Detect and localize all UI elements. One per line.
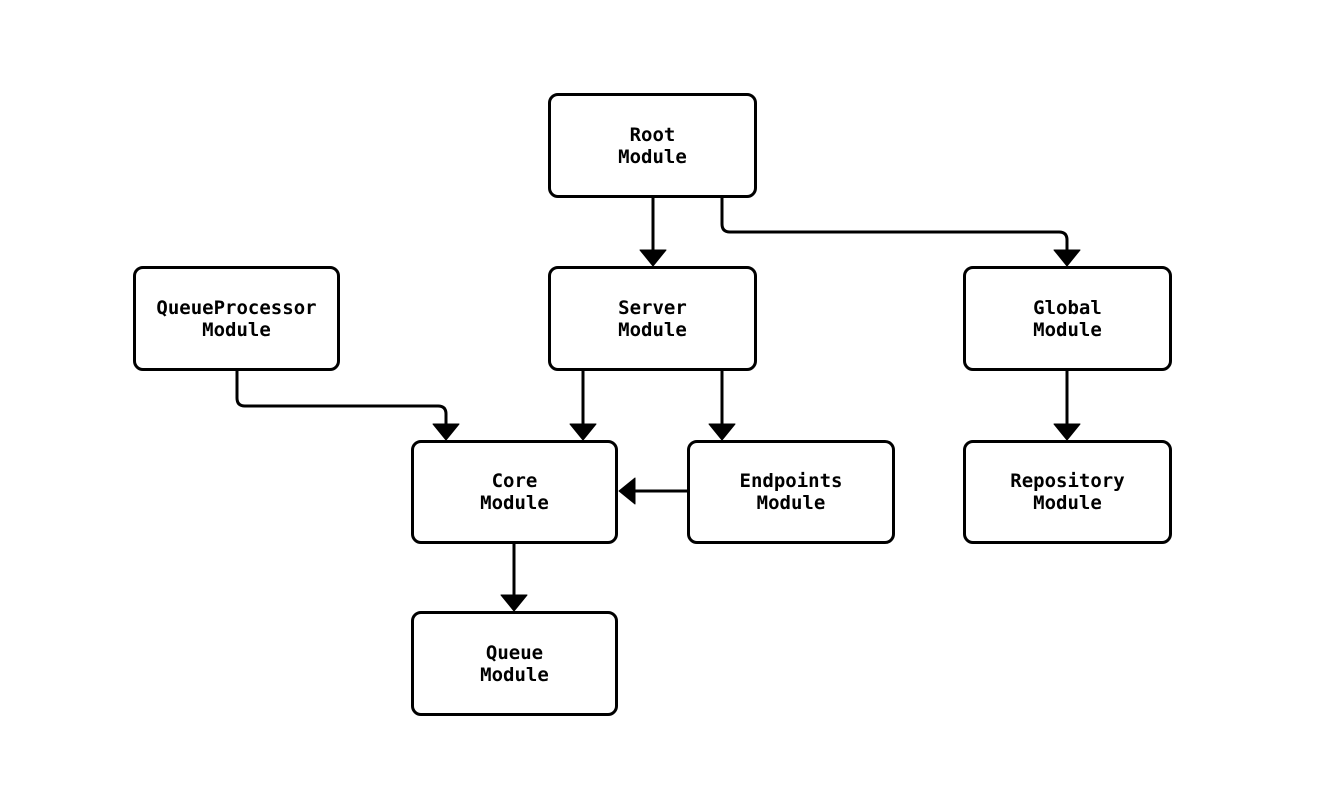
arrowhead-left-icon [618, 477, 636, 505]
arrowhead-down-icon [569, 423, 597, 441]
arrowhead-down-icon [1053, 249, 1081, 267]
edge-core-to-queue [500, 544, 528, 612]
arrowhead-down-icon [432, 423, 460, 441]
edge-global-to-repository [1053, 371, 1081, 441]
edge-server-to-endpoints [708, 371, 736, 441]
node-label: QueueProcessor Module [156, 296, 317, 341]
node-label: Endpoints Module [739, 470, 843, 514]
node-root-module: Root Module [548, 93, 757, 198]
arrowhead-down-icon [500, 594, 528, 612]
edge-endpoints-to-core [618, 477, 687, 505]
node-queue-module: Queue Module [411, 611, 618, 716]
node-label: Server Module [618, 296, 687, 341]
edge-root-to-global [720, 198, 1081, 267]
arrowhead-down-icon [639, 249, 667, 267]
node-label: Queue Module [480, 641, 549, 686]
node-core-module: Core Module [411, 440, 618, 544]
edge-queueprocessor-to-core [235, 371, 460, 441]
node-endpoints-module: Endpoints Module [687, 440, 895, 544]
edge-server-to-core [569, 371, 597, 441]
edge-root-to-server [639, 198, 667, 267]
node-label: Core Module [480, 470, 549, 514]
node-queueprocessor-module: QueueProcessor Module [133, 266, 340, 371]
node-repository-module: Repository Module [963, 440, 1172, 544]
arrowhead-down-icon [1053, 423, 1081, 441]
node-label: Root Module [618, 123, 687, 168]
node-global-module: Global Module [963, 266, 1172, 371]
node-label: Repository Module [1010, 470, 1125, 514]
node-server-module: Server Module [548, 266, 757, 371]
node-label: Global Module [1033, 296, 1102, 341]
arrowhead-down-icon [708, 423, 736, 441]
